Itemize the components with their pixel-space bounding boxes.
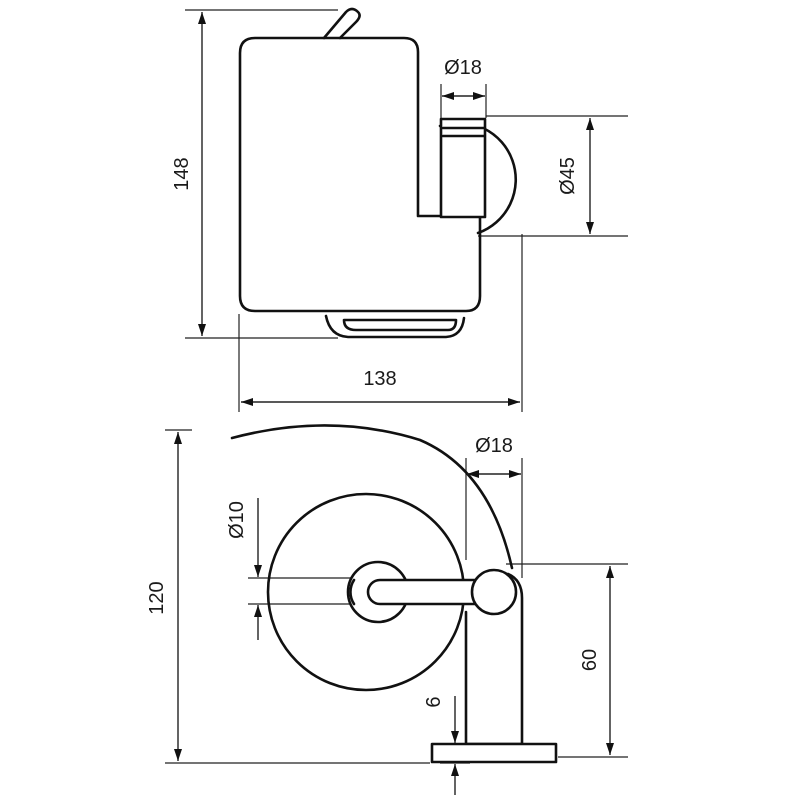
dim-label-height: 148 (171, 157, 193, 190)
dim-label-pipe-diameter: Ø18 (444, 57, 482, 79)
dim-label-base-thickness: 6 (423, 696, 445, 707)
dim-label-width: 138 (363, 368, 396, 390)
dim-label-arm-height: 60 (579, 649, 601, 671)
lever-handle (322, 7, 361, 40)
arm-joint (470, 568, 518, 616)
dim-label-rosette-diameter: Ø45 (557, 157, 579, 195)
side-view: 120 Ø18 Ø10 60 6 (146, 424, 628, 795)
dim-label-pipe-diameter-b: Ø18 (475, 435, 513, 457)
cover-lip (324, 314, 466, 339)
pipe-stub (439, 117, 487, 219)
holder-pin (366, 578, 478, 606)
dim-label-pin-diameter: Ø10 (226, 501, 248, 539)
core-inner-arc (349, 578, 356, 606)
wall-plate (430, 742, 558, 764)
cover-lip-inner (342, 318, 458, 332)
roll-cover-outline (238, 36, 482, 313)
cover-arc (230, 424, 514, 570)
front-view: 148 138 Ø18 Ø45 (171, 7, 628, 412)
dim-label-height-b: 120 (146, 581, 168, 614)
support-arm (464, 572, 524, 746)
